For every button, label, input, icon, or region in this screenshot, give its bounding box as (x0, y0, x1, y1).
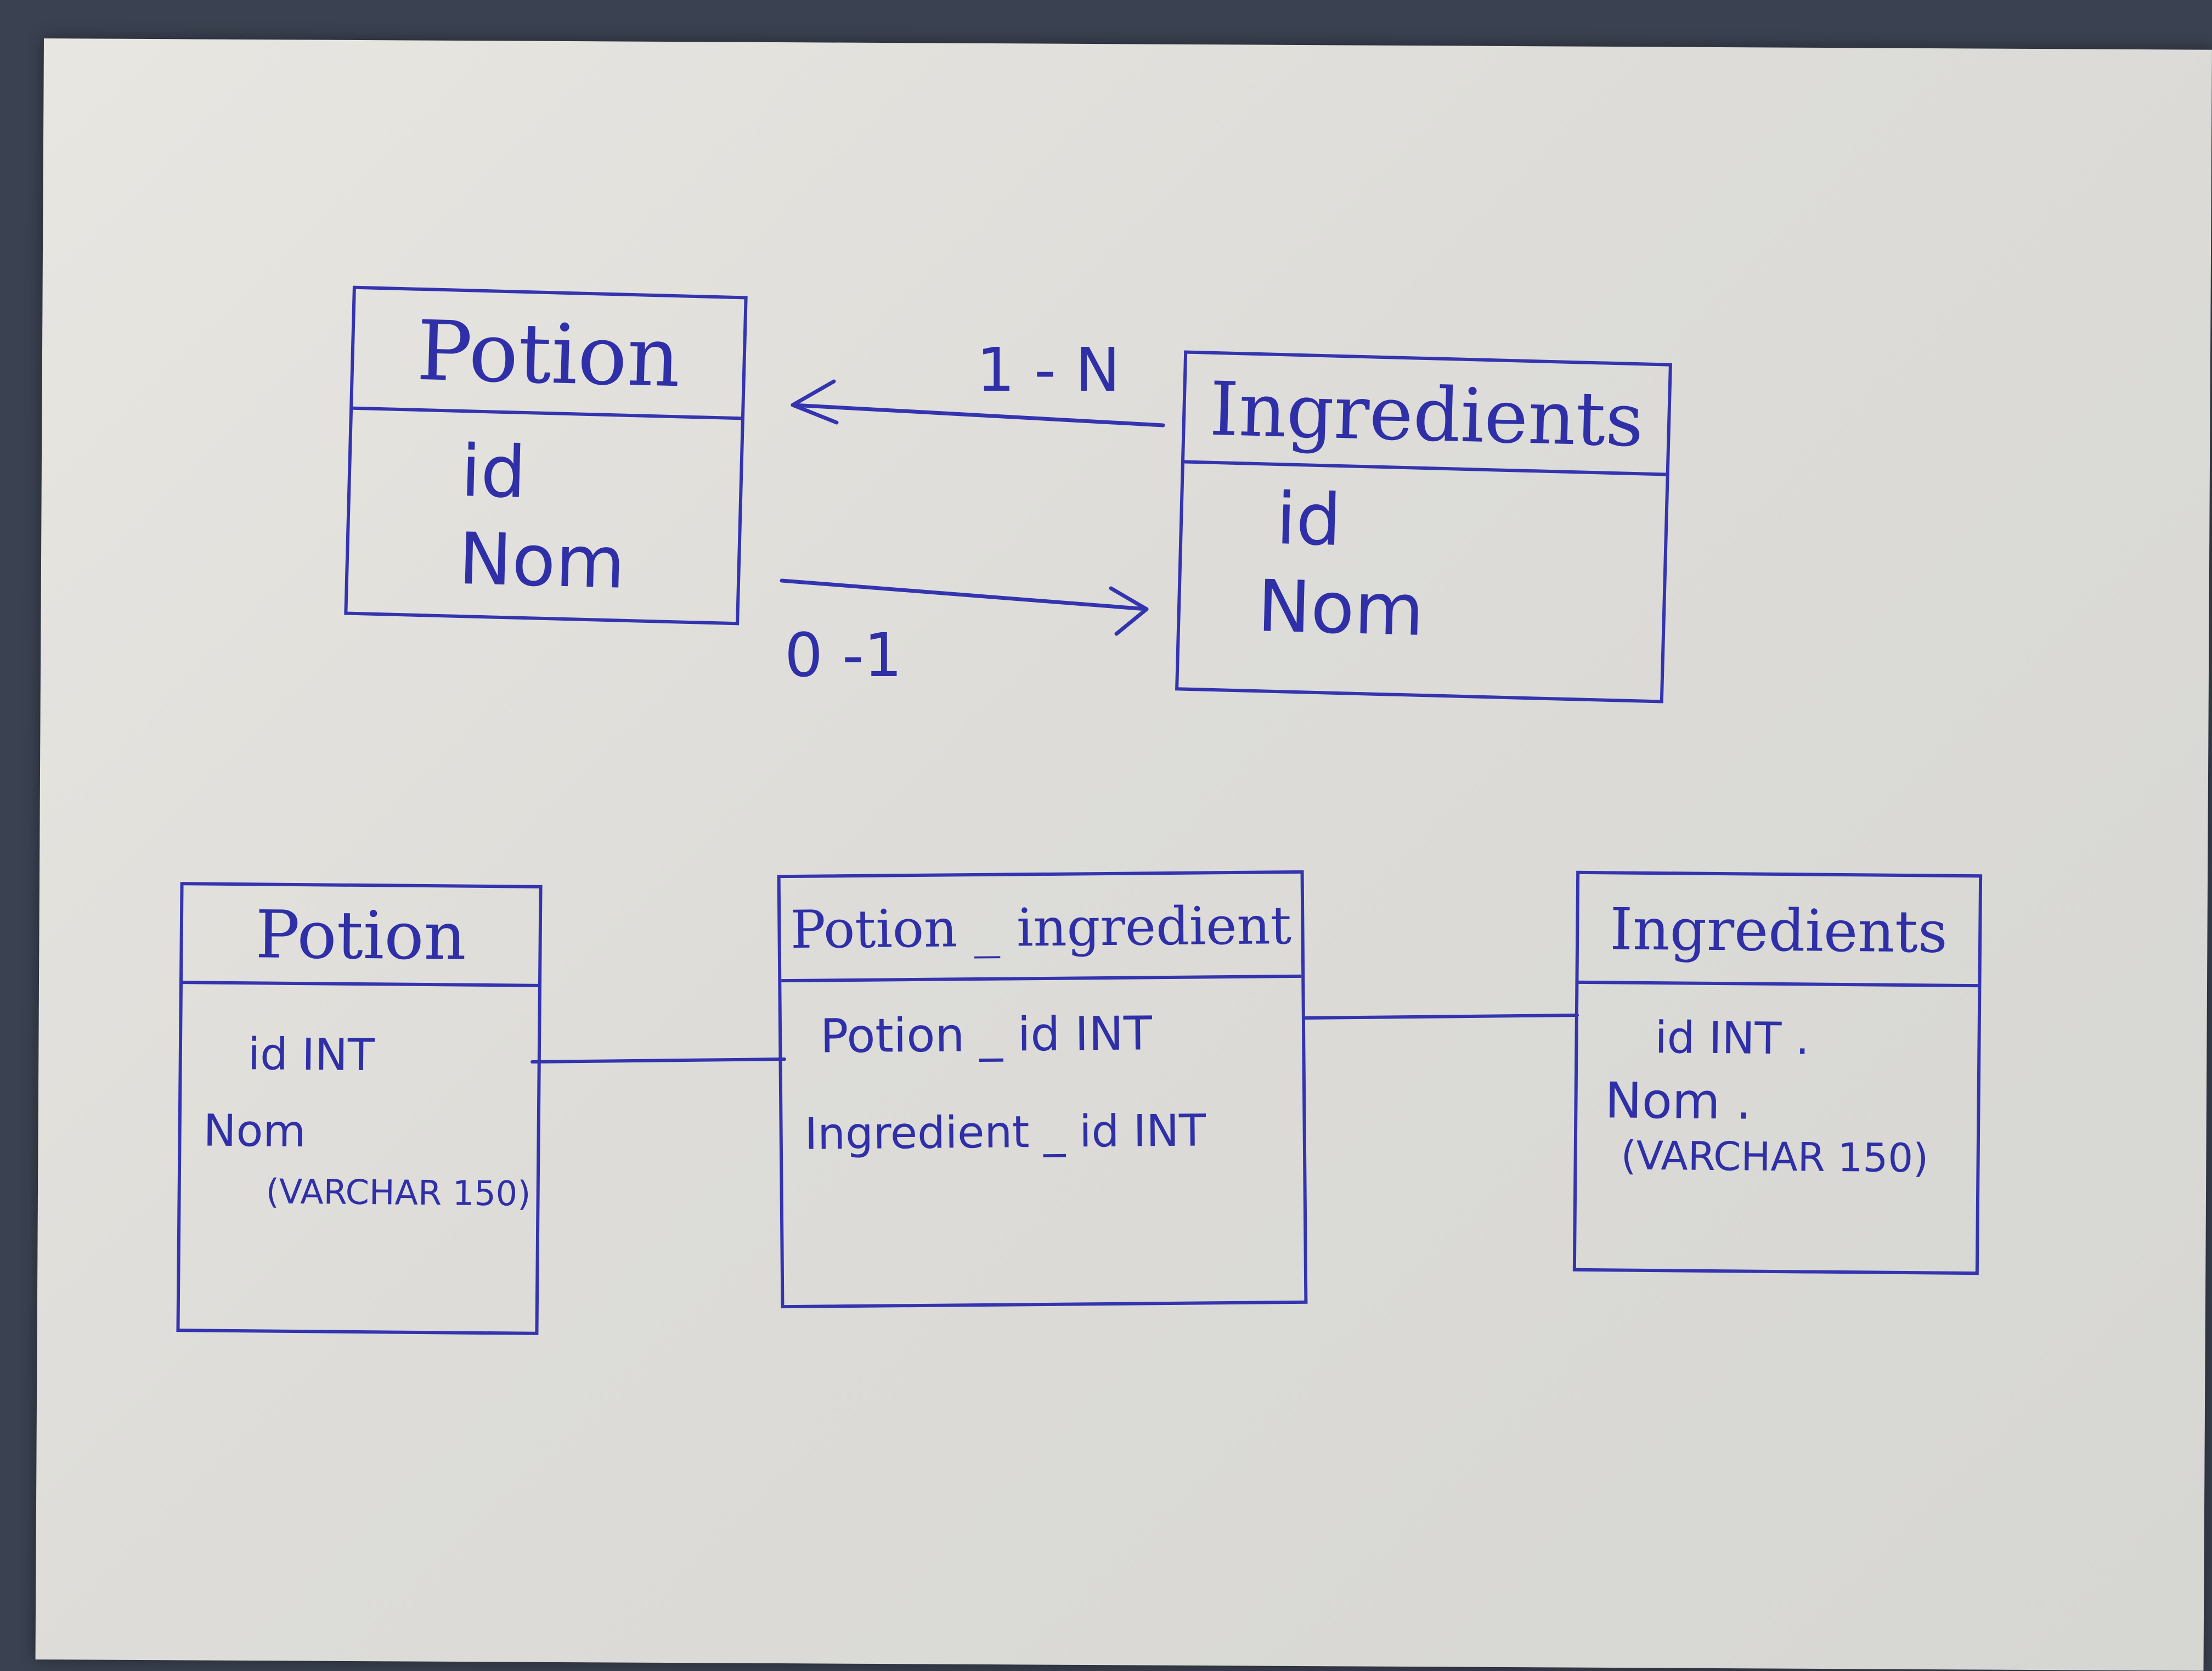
entity-ingredients-conceptual: Ingredients id Nom (1175, 350, 1672, 704)
attribute-nom: Nom (1256, 564, 1425, 652)
entity-title: Potion (182, 885, 539, 987)
entity-potion-conceptual: Potion id Nom (344, 285, 748, 626)
paper-sheet (35, 38, 2212, 1671)
relation-label-1-n: 1 - N (977, 335, 1120, 405)
attribute-id: id (1275, 476, 1342, 562)
attribute-potion-id: Potion _ id INT (820, 1006, 1153, 1064)
entity-title: Potion (353, 289, 744, 420)
attribute-ingredient-id: Ingredient _ id INT (804, 1105, 1206, 1160)
relation-label-0-1: 0 -1 (785, 620, 902, 690)
entity-potion-table: Potion id INT Nom (VARCHAR 150) (176, 882, 543, 1335)
attribute-nom: Nom (458, 516, 627, 605)
attribute-type: (VARCHAR 150) (1621, 1132, 1929, 1181)
entity-potion-ingredient-table: Potion _ ingredient Potion _ id INT Ingr… (777, 870, 1308, 1309)
attribute-nom: Nom . (1605, 1072, 1752, 1131)
attribute-id-int: id INT (247, 1028, 375, 1081)
attribute-type: (VARCHAR 150) (266, 1171, 531, 1214)
entity-title: Ingredients (1578, 874, 1979, 988)
entity-ingredients-table: Ingredients id INT . Nom . (VARCHAR 150) (1572, 870, 1983, 1275)
entity-title: Ingredients (1184, 353, 1669, 476)
attribute-id-int: id INT . (1655, 1012, 1810, 1065)
entity-title: Potion _ ingredient (780, 873, 1302, 983)
attribute-nom: Nom (203, 1105, 306, 1157)
attribute-id: id (460, 429, 527, 515)
